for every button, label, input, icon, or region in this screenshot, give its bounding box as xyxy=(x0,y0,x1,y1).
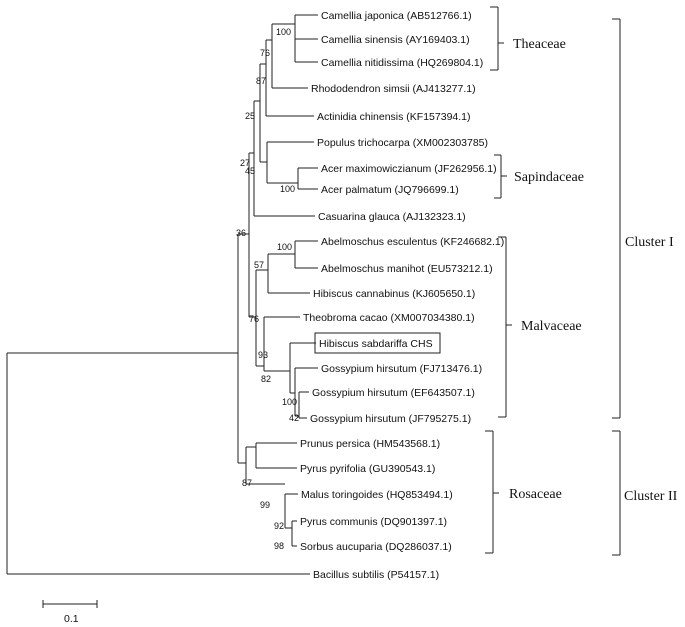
bootstrap-value: 76 xyxy=(249,314,259,324)
family-label-sapindaceae: Sapindaceae xyxy=(514,170,584,185)
taxon-label: Sorbus aucuparia (DQ286037.1) xyxy=(300,541,452,553)
bootstrap-value: 42 xyxy=(289,413,299,423)
bootstrap-value: 100 xyxy=(277,242,292,252)
taxon-label: Acer palmatum (JQ796699.1) xyxy=(321,184,459,196)
family-brackets xyxy=(485,6,512,554)
scale-bar-label: 0.1 xyxy=(64,613,79,625)
taxon-label: Camellia sinensis (AY169403.1) xyxy=(321,34,470,46)
bracket-rosaceae xyxy=(485,430,499,554)
taxon-label: Bacillus subtilis (P54157.1) xyxy=(313,569,439,581)
bootstrap-value: 92 xyxy=(274,521,284,531)
bootstrap-value: 57 xyxy=(254,260,264,270)
taxon-label: Abelmoschus esculentus (KF246682.1) xyxy=(321,236,504,248)
family-label-rosaceae: Rosaceae xyxy=(509,487,562,502)
taxon-label: Acer maximowiczianum (JF262956.1) xyxy=(321,163,497,175)
cluster-label-2: Cluster II xyxy=(624,489,678,504)
bootstrap-value: 87 xyxy=(242,478,252,488)
cluster-labels: Cluster I Cluster II xyxy=(624,235,678,504)
bootstrap-value: 98 xyxy=(274,541,284,551)
bracket-sapindaceae xyxy=(494,154,507,199)
highlight-box xyxy=(314,332,441,354)
bootstrap-value: 25 xyxy=(245,111,255,121)
taxon-label: Abelmoschus manihot (EU573212.1) xyxy=(321,263,493,275)
bootstrap-value: 100 xyxy=(276,27,291,37)
bracket-theaceae xyxy=(490,6,504,71)
bracket-cluster2 xyxy=(612,430,621,556)
family-label-malvaceae: Malvaceae xyxy=(521,319,582,334)
bracket-cluster1 xyxy=(612,18,621,419)
taxon-labels: Camellia japonica (AB512766.1) Camellia … xyxy=(300,10,504,581)
taxon-label: Camellia japonica (AB512766.1) xyxy=(321,10,472,22)
taxon-label: Camellia nitidissima (HQ269804.1) xyxy=(321,57,483,69)
cluster-brackets xyxy=(612,18,621,556)
taxon-label: Actinidia chinensis (KF157394.1) xyxy=(317,111,471,123)
taxon-label: Gossypium hirsutum (JF795275.1) xyxy=(310,413,471,425)
taxon-label: Gossypium hirsutum (FJ713476.1) xyxy=(321,363,482,375)
bootstrap-value: 36 xyxy=(236,228,246,238)
taxon-label: Prunus persica (HM543568.1) xyxy=(300,438,440,450)
taxon-label: Hibiscus cannabinus (KJ605650.1) xyxy=(313,288,475,300)
taxon-label-highlighted: Hibiscus sabdariffa CHS xyxy=(319,338,433,350)
family-labels: Theaceae Sapindaceae Malvaceae Rosaceae xyxy=(509,37,584,502)
taxon-label: Rhododendron simsii (AJ413277.1) xyxy=(311,83,476,95)
family-label-theaceae: Theaceae xyxy=(513,37,566,52)
taxon-label: Theobroma cacao (XM007034380.1) xyxy=(303,312,475,324)
taxon-label: Populus trichocarpa (XM002303785) xyxy=(317,137,488,149)
cluster-label-1: Cluster I xyxy=(625,235,674,250)
taxon-label: Pyrus communis (DQ901397.1) xyxy=(300,516,447,528)
taxon-label: Gossypium hirsutum (EF643507.1) xyxy=(312,387,475,399)
bootstrap-value: 100 xyxy=(280,184,295,194)
bootstrap-value: 27 xyxy=(240,158,250,168)
taxon-label: Casuarina glauca (AJ132323.1) xyxy=(318,211,466,223)
bootstrap-value: 93 xyxy=(258,350,268,360)
taxon-label: Pyrus pyrifolia (GU390543.1) xyxy=(300,463,435,475)
bracket-malvaceae xyxy=(498,236,512,418)
scale-bar: 0.1 xyxy=(42,600,98,625)
tree-branches xyxy=(6,14,318,575)
bootstrap-value: 76 xyxy=(260,48,270,58)
bootstrap-value: 45 xyxy=(245,166,255,176)
bootstrap-value: 99 xyxy=(260,500,270,510)
taxon-label: Malus toringoides (HQ853494.1) xyxy=(301,489,453,501)
bootstrap-value: 100 xyxy=(282,397,297,407)
bootstrap-values: 100 76 87 25 100 45 27 36 100 57 76 93 8… xyxy=(236,27,299,551)
bootstrap-value: 82 xyxy=(261,374,271,384)
bootstrap-value: 87 xyxy=(256,76,266,86)
